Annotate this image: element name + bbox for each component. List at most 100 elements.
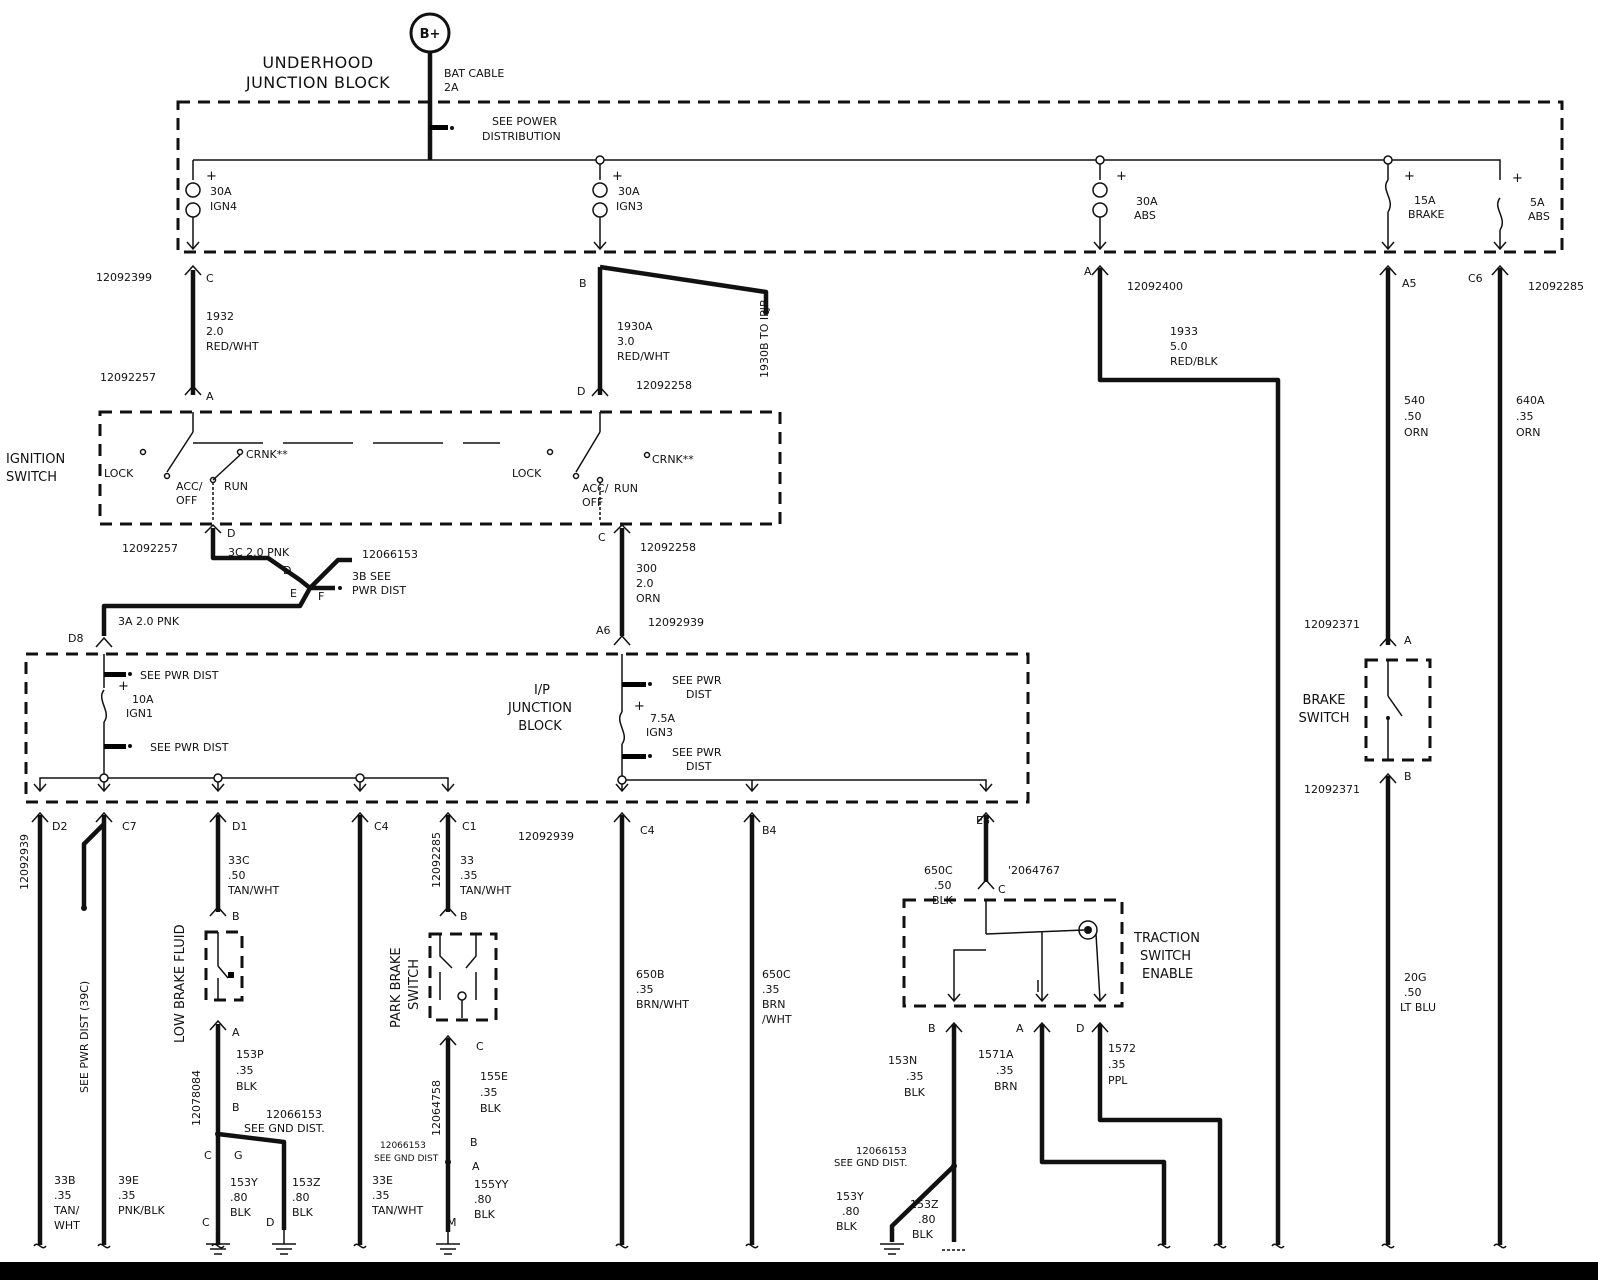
svg-text:+: + xyxy=(118,679,129,694)
svg-text:7.5A: 7.5A xyxy=(650,712,675,725)
svg-text:B: B xyxy=(232,1101,240,1114)
svg-text:TAN/WHT: TAN/WHT xyxy=(371,1204,423,1217)
splice-12066153: 12066153 xyxy=(362,548,418,561)
conn-12092400: 12092400 xyxy=(1127,280,1183,293)
svg-text:A6: A6 xyxy=(596,624,611,637)
svg-text:30A: 30A xyxy=(618,185,640,198)
conn-12092939-bottom: 12092939 xyxy=(518,830,574,843)
conn-12092258-top: 12092258 xyxy=(636,379,692,392)
svg-text:C4: C4 xyxy=(640,824,655,837)
svg-text:153Y: 153Y xyxy=(836,1190,864,1203)
svg-text:PNK/BLK: PNK/BLK xyxy=(118,1204,165,1217)
svg-text:D: D xyxy=(266,1216,274,1229)
svg-text:+: + xyxy=(1404,169,1415,184)
svg-text:+: + xyxy=(1512,171,1523,186)
svg-text:B: B xyxy=(460,910,468,923)
svg-text:1571A: 1571A xyxy=(978,1048,1014,1061)
svg-text:D: D xyxy=(283,564,291,577)
conn-12092399: 12092399 xyxy=(96,271,152,284)
park-brake-label-1: PARK BRAKE xyxy=(389,947,404,1028)
svg-text:B: B xyxy=(928,1022,936,1035)
svg-text:WHT: WHT xyxy=(54,1219,80,1232)
svg-text:B: B xyxy=(470,1136,478,1149)
svg-text:2.0: 2.0 xyxy=(206,325,224,338)
svg-text:SEE GND DIST.: SEE GND DIST. xyxy=(834,1158,907,1169)
svg-text:SEE PWR: SEE PWR xyxy=(672,674,722,687)
svg-text:5.0: 5.0 xyxy=(1170,340,1188,353)
svg-text:A: A xyxy=(232,1026,240,1039)
svg-text:SEE PWR DIST: SEE PWR DIST xyxy=(150,741,229,754)
svg-text:D: D xyxy=(227,527,235,540)
svg-text:33E: 33E xyxy=(372,1174,393,1187)
svg-text:SEE PWR DIST: SEE PWR DIST xyxy=(140,669,219,682)
svg-text:IGN3: IGN3 xyxy=(616,200,643,213)
svg-text:2.0: 2.0 xyxy=(636,577,654,590)
svg-text:.80: .80 xyxy=(292,1191,310,1204)
svg-text:BLK: BLK xyxy=(292,1206,314,1219)
svg-text:BLK: BLK xyxy=(230,1206,252,1219)
svg-text:.35: .35 xyxy=(762,983,780,996)
low-brake-fluid-contacts xyxy=(217,932,234,1000)
wire-1572 xyxy=(1097,1024,1223,1245)
traction-title-1: TRACTION xyxy=(1133,931,1200,946)
conn-12092258-bottom: 12092258 xyxy=(640,541,696,554)
svg-text:RED/WHT: RED/WHT xyxy=(617,350,670,363)
traction-switch-enable xyxy=(902,898,1124,1008)
svg-text:153Z: 153Z xyxy=(292,1176,321,1189)
brake-switch-title-1: BRAKE xyxy=(1302,693,1345,708)
svg-text:C1: C1 xyxy=(462,820,477,833)
svg-text:33B: 33B xyxy=(54,1174,76,1187)
svg-text:.35: .35 xyxy=(460,869,478,882)
svg-text:D2: D2 xyxy=(52,820,67,833)
svg-text:TAN/: TAN/ xyxy=(53,1204,80,1217)
underhood-title-1: UNDERHOOD xyxy=(262,53,373,72)
conn-12092939-top: 12092939 xyxy=(648,616,704,629)
svg-text:LOCK: LOCK xyxy=(104,467,134,480)
svg-text:.80: .80 xyxy=(474,1193,492,1206)
svg-text:OFF: OFF xyxy=(582,496,603,509)
conn-12092371-bottom: 12092371 xyxy=(1304,783,1360,796)
ignition-section-2: LOCK CRNK** ACC/ OFF RUN xyxy=(512,412,694,520)
fuse-brake-15a: + 15A BRAKE xyxy=(1381,169,1444,251)
svg-text:BLK: BLK xyxy=(912,1228,934,1241)
bat-cable-label: BAT CABLE xyxy=(444,67,504,80)
fuse-ign1-10a: SEE PWR DIST + 10A IGN1 SEE PWR DIST xyxy=(101,654,229,790)
svg-text:SEE GND DIST.: SEE GND DIST. xyxy=(244,1122,325,1135)
see-pwr-dist-39c-label: SEE PWR DIST (39C) xyxy=(78,981,91,1093)
svg-text:153Y: 153Y xyxy=(230,1176,258,1189)
fuse-abs-30a: + 30A ABS xyxy=(1092,169,1158,251)
svg-text:640A: 640A xyxy=(1516,394,1545,407)
svg-text:C: C xyxy=(202,1216,210,1229)
traction-title-2: SWITCH xyxy=(1140,949,1191,964)
svg-text:650C: 650C xyxy=(924,864,953,877)
svg-text:.50: .50 xyxy=(1404,986,1422,999)
conn-12092285-vertical: 12092285 xyxy=(430,832,443,888)
svg-text:C: C xyxy=(476,1040,484,1053)
svg-text:M: M xyxy=(447,1216,457,1229)
svg-text:TAN/WHT: TAN/WHT xyxy=(227,884,279,897)
svg-text:ABS: ABS xyxy=(1528,210,1550,223)
brake-switch xyxy=(1364,658,1432,762)
svg-text:PWR DIST: PWR DIST xyxy=(352,584,406,597)
wire-1930b-label: 1930B TO IPJB xyxy=(758,299,771,378)
svg-text:B4: B4 xyxy=(762,824,777,837)
svg-text:D1: D1 xyxy=(232,820,247,833)
svg-text:300: 300 xyxy=(636,562,657,575)
svg-text:A5: A5 xyxy=(1402,277,1417,290)
svg-text:OFF: OFF xyxy=(176,494,197,507)
ignition-switch-title-1: IGNITION xyxy=(6,452,65,467)
svg-text:B: B xyxy=(579,277,587,290)
fuse-ign3-7-5a: SEE PWR DIST + 7.5A IGN3 SEE PWR DIST xyxy=(619,654,722,790)
wire-3c xyxy=(210,528,312,590)
ignition-switch xyxy=(98,410,782,526)
svg-text:155E: 155E xyxy=(480,1070,508,1083)
svg-text:20G: 20G xyxy=(1404,971,1427,984)
wire-1933 xyxy=(1097,268,1281,1245)
svg-text:30A: 30A xyxy=(210,185,232,198)
battery-terminal: B+ xyxy=(409,12,451,54)
wire-39c-stub xyxy=(81,822,106,906)
ground-symbol-d xyxy=(272,1230,296,1255)
conn-12092257-top: 12092257 xyxy=(100,371,156,384)
conn-12092371-top: 12092371 xyxy=(1304,618,1360,631)
svg-text:CRNK**: CRNK** xyxy=(246,448,288,461)
